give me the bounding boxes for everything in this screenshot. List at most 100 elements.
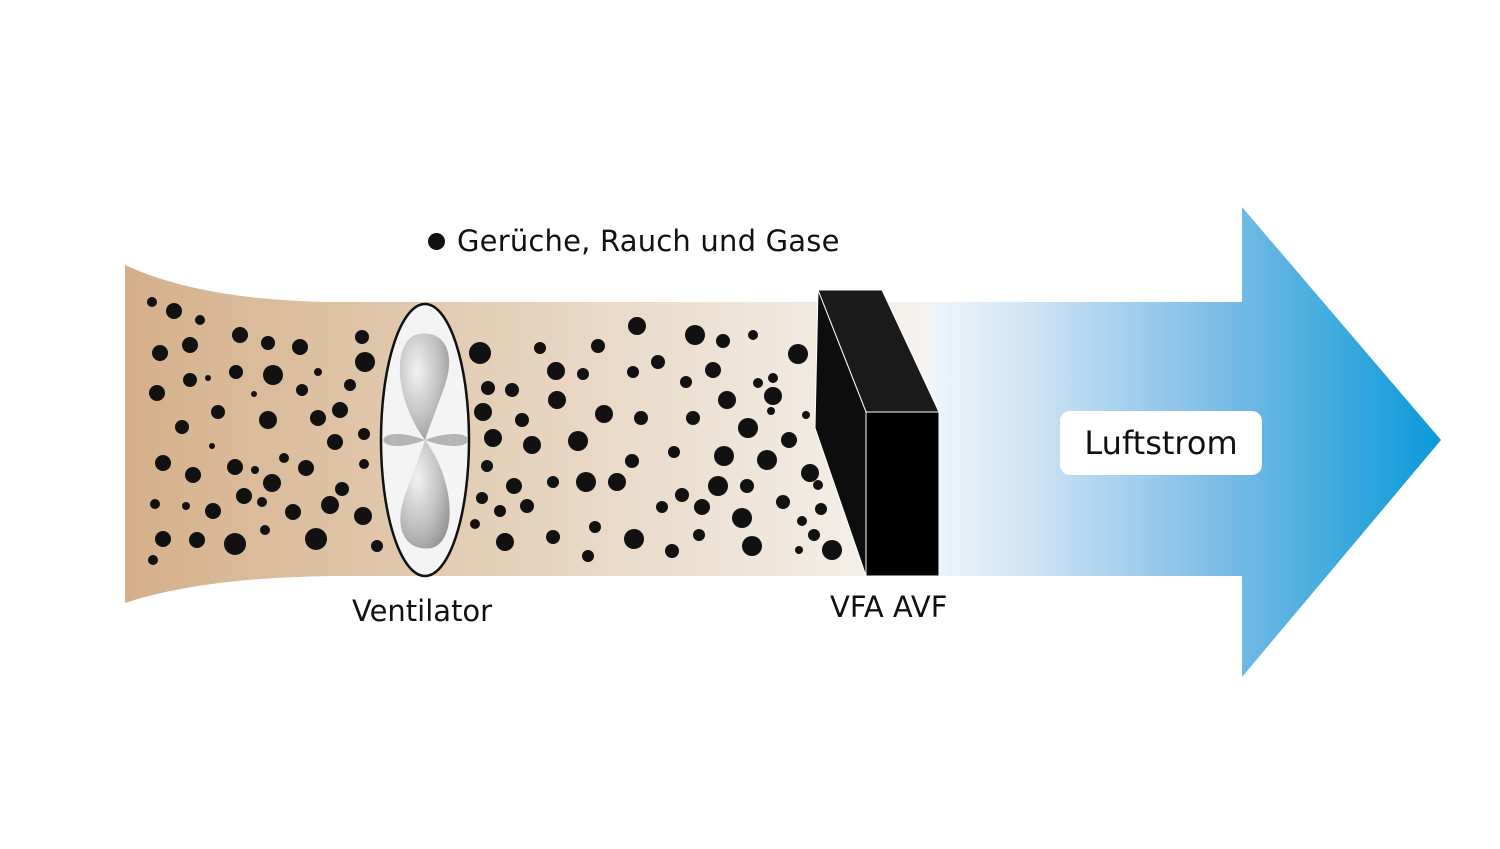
particle-dot bbox=[182, 337, 198, 353]
particle-dot bbox=[589, 521, 601, 533]
particle-dot bbox=[155, 455, 171, 471]
particle-dot bbox=[577, 368, 589, 380]
particle-dot bbox=[152, 345, 168, 361]
particle-dot bbox=[327, 434, 343, 450]
particle-dot bbox=[298, 460, 314, 476]
particle-dot bbox=[685, 325, 705, 345]
particle-dot bbox=[155, 531, 171, 547]
particle-dot bbox=[292, 339, 308, 355]
particle-dot-icon bbox=[428, 232, 445, 250]
particle-dot bbox=[716, 334, 730, 348]
particle-dot bbox=[314, 368, 322, 376]
particle-dot bbox=[738, 418, 758, 438]
particle-dot bbox=[355, 352, 375, 372]
particle-dot bbox=[568, 431, 588, 451]
particle-dot bbox=[321, 496, 339, 514]
particle-dot bbox=[195, 315, 205, 325]
particle-dot bbox=[359, 459, 369, 469]
particle-dot bbox=[205, 503, 221, 519]
particle-dot bbox=[694, 499, 710, 515]
fan-label: Ventilator bbox=[352, 594, 493, 628]
particle-dot bbox=[714, 446, 734, 466]
particle-dot bbox=[608, 473, 626, 491]
particle-dot bbox=[232, 327, 248, 343]
particle-dot bbox=[547, 362, 565, 380]
particle-dot bbox=[665, 544, 679, 558]
particle-dot bbox=[582, 550, 594, 562]
particle-dot bbox=[675, 488, 689, 502]
particle-dot bbox=[496, 533, 514, 551]
particle-dot bbox=[209, 443, 215, 449]
filter-block bbox=[814, 289, 940, 577]
particle-dot bbox=[279, 453, 289, 463]
particle-dot bbox=[686, 411, 700, 425]
particle-dot bbox=[484, 429, 502, 447]
particle-dot bbox=[263, 365, 283, 385]
particle-dot bbox=[185, 467, 201, 483]
particle-dot bbox=[149, 385, 165, 401]
particle-dot bbox=[236, 488, 252, 504]
particle-dot bbox=[520, 499, 534, 513]
particle-dot bbox=[335, 482, 349, 496]
particle-dot bbox=[802, 411, 810, 419]
particle-dot bbox=[822, 540, 842, 560]
particle-dot bbox=[628, 317, 646, 335]
particle-dot bbox=[344, 379, 356, 391]
legend-text: Gerüche, Rauch und Gase bbox=[457, 224, 840, 258]
particle-dot bbox=[595, 405, 613, 423]
particle-dot bbox=[708, 476, 728, 496]
airflow-label: Luftstrom bbox=[1084, 424, 1238, 462]
particle-dot bbox=[625, 454, 639, 468]
particle-dot bbox=[476, 492, 488, 504]
particle-dot bbox=[494, 505, 506, 517]
particle-dot bbox=[651, 355, 665, 369]
particle-cloud bbox=[147, 297, 842, 565]
particle-dot bbox=[470, 519, 480, 529]
particle-dot bbox=[147, 297, 157, 307]
particle-dot bbox=[474, 403, 492, 421]
particle-dot bbox=[624, 529, 644, 549]
particle-dot bbox=[506, 478, 522, 494]
particle-dot bbox=[148, 555, 158, 565]
particle-dot bbox=[285, 504, 301, 520]
air-duct bbox=[125, 265, 930, 603]
particle-dot bbox=[767, 407, 775, 415]
particle-dot bbox=[705, 362, 721, 378]
particle-dot bbox=[718, 391, 736, 409]
airflow-label-box: Luftstrom bbox=[1060, 411, 1262, 475]
particle-dot bbox=[534, 342, 546, 354]
particle-dot bbox=[260, 525, 270, 535]
particle-dot bbox=[576, 472, 596, 492]
particle-dot bbox=[757, 450, 777, 470]
particle-dot bbox=[634, 411, 648, 425]
particle-dot bbox=[627, 366, 639, 378]
particle-dot bbox=[768, 373, 778, 383]
particle-dot bbox=[183, 373, 197, 387]
particle-dot bbox=[523, 436, 541, 454]
particle-dot bbox=[354, 507, 372, 525]
particle-dot bbox=[211, 405, 225, 419]
particle-dot bbox=[259, 411, 277, 429]
particle-dot bbox=[668, 446, 680, 458]
particle-dot bbox=[515, 413, 529, 427]
particle-dot bbox=[371, 540, 383, 552]
particle-dot bbox=[693, 529, 705, 541]
particle-dot bbox=[801, 464, 819, 482]
particle-dot bbox=[261, 336, 275, 350]
particle-dot bbox=[310, 410, 326, 426]
particle-dot bbox=[813, 480, 823, 490]
particle-dot bbox=[227, 459, 243, 475]
particle-dot bbox=[251, 466, 259, 474]
particle-dot bbox=[481, 381, 495, 395]
particle-dot bbox=[740, 479, 754, 493]
particle-dot bbox=[788, 344, 808, 364]
particle-dot bbox=[656, 501, 668, 513]
particle-dot bbox=[257, 497, 267, 507]
fan-icon bbox=[379, 302, 471, 578]
particle-dot bbox=[732, 508, 752, 528]
particle-dot bbox=[781, 432, 797, 448]
particle-dot bbox=[175, 420, 189, 434]
particle-dot bbox=[469, 342, 491, 364]
filter-label: VFA AVF bbox=[830, 590, 948, 624]
